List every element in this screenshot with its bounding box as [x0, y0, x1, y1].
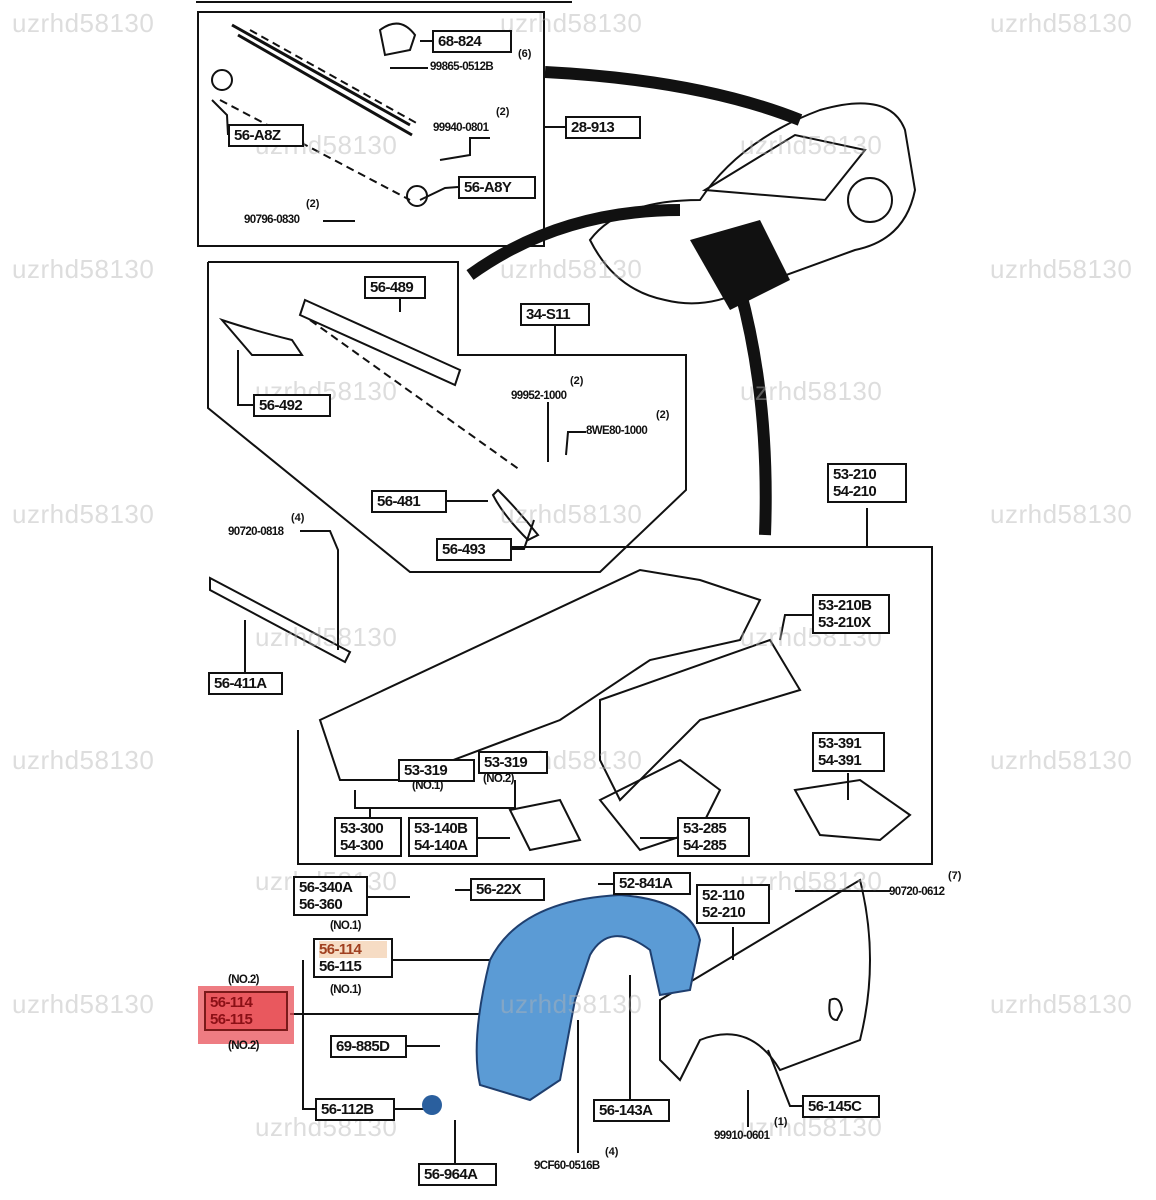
part-number: 56-340A	[299, 879, 353, 896]
qty-9CF60: (4)	[605, 1146, 619, 1158]
part-label-34-S11: 34-S11	[520, 303, 590, 326]
part-number-99952-1000: 99952-1000	[511, 390, 567, 402]
note-no1: (NO.1)	[330, 920, 362, 932]
part-label-52-841A: 52-841A	[613, 872, 691, 895]
part-label-56-411A: 56-411A	[208, 672, 283, 695]
part-number: 54-391	[818, 752, 862, 769]
part-label-56-489: 56-489	[364, 276, 426, 299]
part-label-56-492: 56-492	[253, 394, 331, 417]
part-number: 56-115	[210, 1011, 253, 1028]
part-number: 54-285	[683, 837, 727, 854]
part-number-90720-0612: 90720-0612	[889, 886, 945, 898]
part-label-53-319-no1: 53-319	[398, 759, 475, 782]
part-number: 56-115	[319, 958, 362, 975]
part-number: 52-110	[702, 887, 745, 904]
part-label-56-964A: 56-964A	[418, 1163, 497, 1186]
part-number: 53-140B	[414, 820, 468, 837]
qty-90720-0818: (4)	[291, 512, 305, 524]
panel-strut-bar	[197, 11, 545, 247]
part-number-9CF60-0516B: 9CF60-0516B	[534, 1160, 600, 1172]
part-label-56-22X: 56-22X	[470, 878, 545, 901]
qty-99940: (2)	[496, 106, 510, 118]
note-no1: (NO.1)	[412, 780, 444, 792]
part-number: 53-391	[818, 735, 862, 752]
qty-90796: (2)	[306, 198, 320, 210]
part-label-53-319-no2: 53-319	[478, 751, 548, 774]
fender-liner	[475, 893, 702, 1102]
part-number: 54-140A	[414, 837, 468, 854]
qty-99865: (6)	[518, 48, 532, 60]
qty-99910: (1)	[774, 1116, 788, 1128]
panel-frame	[297, 546, 933, 865]
part-number-90720-0818: 90720-0818	[228, 526, 284, 538]
part-number: 52-210	[702, 904, 746, 921]
part-label-56-145C: 56-145C	[802, 1095, 880, 1118]
part-number-99940-0801: 99940-0801	[433, 122, 489, 134]
part-number: 53-285	[683, 820, 727, 837]
panel-tower-bar	[207, 261, 687, 573]
part-number: 53-300	[340, 820, 384, 837]
note-no2: (NO.2)	[483, 773, 515, 785]
part-label-56-481: 56-481	[371, 490, 447, 513]
fender-highlight	[690, 220, 790, 310]
note-no1: (NO.1)	[330, 984, 362, 996]
part-number-99865-0512B: 99865-0512B	[430, 61, 494, 73]
part-number: 56-114	[210, 994, 253, 1011]
part-label-69-885D: 69-885D	[330, 1035, 407, 1058]
part-number-8WE80-1000: 8WE80-1000	[586, 425, 648, 437]
note-no2: (NO.2)	[228, 974, 260, 986]
part-label-28-913: 28-913	[565, 116, 641, 139]
part-label-56-112B: 56-112B	[315, 1098, 395, 1121]
part-label-68-824: 68-824	[432, 30, 512, 53]
part-number: 53-210X	[818, 614, 871, 631]
qty-99952: (2)	[570, 375, 584, 387]
part-label-56-A8Y: 56-A8Y	[458, 176, 536, 199]
part-label-56-143A: 56-143A	[593, 1099, 670, 1122]
part-number-99910-0601: 99910-0601	[714, 1130, 770, 1142]
note-no2: (NO.2)	[228, 1040, 260, 1052]
part-number: 53-210B	[818, 597, 872, 614]
part-number-90796-0830: 90796-0830	[244, 214, 300, 226]
qty-90720-0612: (7)	[948, 870, 962, 882]
part-label-56-A8Z: 56-A8Z	[228, 124, 304, 147]
part-number: 54-210	[833, 483, 877, 500]
qty-8WE80: (2)	[656, 409, 670, 421]
part-number-highlighted: 56-114	[319, 941, 387, 958]
part-label-56-493: 56-493	[436, 538, 512, 561]
part-number: 54-300	[340, 837, 384, 854]
part-number: 53-210	[833, 466, 877, 483]
part-number: 56-360	[299, 896, 343, 913]
clip-56-112B	[422, 1095, 442, 1115]
